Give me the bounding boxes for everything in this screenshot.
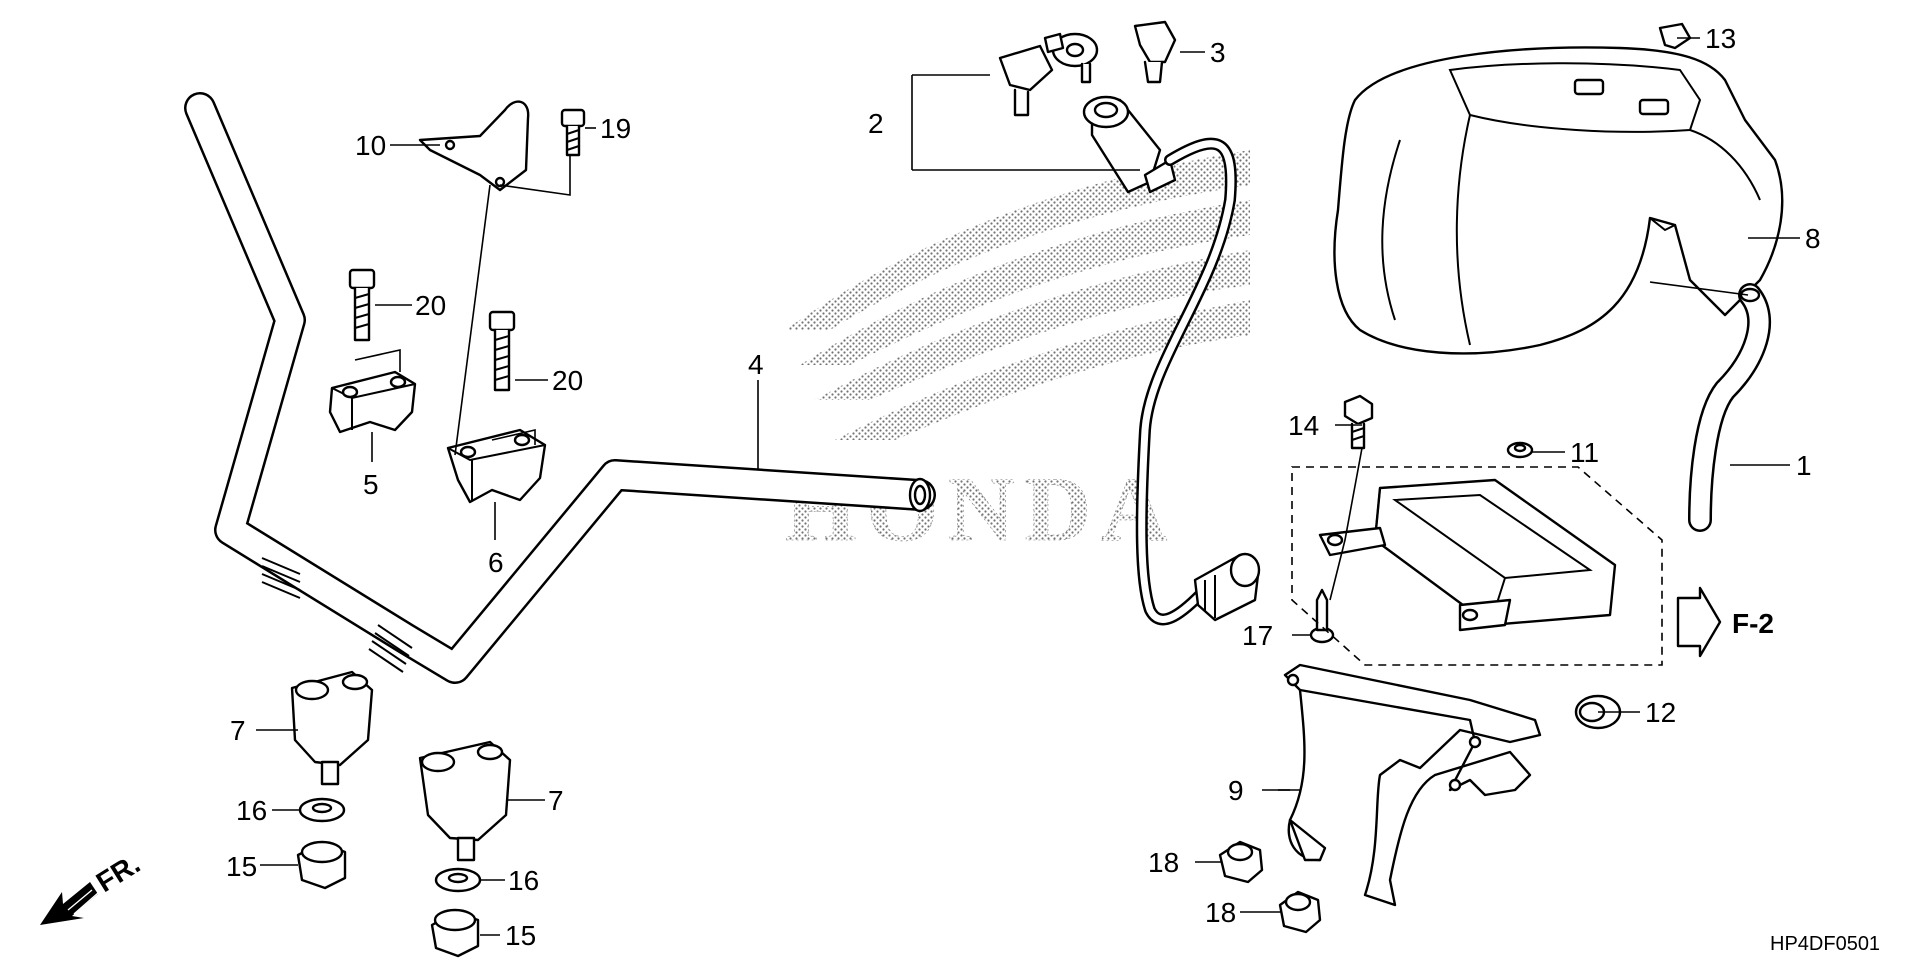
switch-body	[1082, 95, 1177, 194]
front-direction-arrow	[40, 882, 99, 925]
ignition-switch-2	[998, 32, 1261, 626]
section-ref-label: F-2	[1732, 608, 1774, 639]
callout-10: 10	[355, 130, 386, 161]
callout-11: 11	[1570, 437, 1599, 468]
leader-lines	[256, 37, 1800, 936]
callout-7a: 7	[230, 715, 246, 746]
clip-13	[1658, 22, 1692, 50]
callout-6: 6	[488, 547, 504, 578]
callout-12: 12	[1645, 697, 1676, 728]
switch-wire	[1135, 137, 1237, 626]
watermark-text: HONDA	[785, 458, 1177, 560]
lower-holder-7-right	[418, 740, 512, 862]
callout-1: 1	[1796, 450, 1812, 481]
callout-15b: 15	[505, 920, 536, 951]
upper-holder-6	[446, 428, 547, 504]
front-direction-label: FR.	[91, 848, 146, 898]
bolt-19	[560, 108, 586, 157]
callout-16b: 16	[508, 865, 539, 896]
nut-18-lower	[1278, 890, 1322, 934]
handlebar-knurl-right	[368, 624, 413, 673]
drawing-code: HP4DF0501	[1770, 933, 1880, 955]
handlebar	[184, 92, 936, 684]
connector	[1193, 552, 1261, 622]
handlebar-knurl-left	[261, 557, 301, 599]
callout-7b: 7	[548, 785, 564, 816]
callout-19: 19	[600, 113, 631, 144]
lower-holder-7-left	[290, 670, 374, 786]
nut-15-left	[296, 840, 347, 890]
callout-17: 17	[1242, 620, 1273, 651]
callout-labels: 1 2 3 4 5 6 7 7 8 9 10 11 12 13 14 15 15…	[226, 23, 1821, 951]
honda-wing-watermark: HONDA	[785, 150, 1250, 560]
nut-18-upper	[1218, 840, 1264, 884]
callout-18a: 18	[1148, 847, 1179, 878]
control-unit	[1318, 478, 1617, 632]
callout-5: 5	[363, 469, 379, 500]
clip-11	[1506, 441, 1534, 459]
bolt-20-upper	[348, 268, 376, 342]
assembly-dashed-outline	[1291, 466, 1663, 666]
callout-20a: 20	[415, 290, 446, 321]
callout-3: 3	[1210, 37, 1226, 68]
screw-17	[1309, 588, 1335, 644]
bolt-20-lower	[488, 310, 516, 392]
callout-20b: 20	[552, 365, 583, 396]
callout-15a: 15	[226, 851, 257, 882]
clip-3	[1133, 20, 1177, 84]
bracket-10	[418, 100, 530, 192]
callout-9: 9	[1228, 775, 1244, 806]
callout-2: 2	[868, 108, 884, 139]
callout-16a: 16	[236, 795, 267, 826]
key-left	[998, 44, 1054, 117]
front-cover-8	[1333, 46, 1784, 355]
nut-15-right	[430, 908, 480, 958]
stay-9	[1283, 663, 1542, 907]
tube-1	[1688, 283, 1771, 532]
washer-16-right	[434, 867, 482, 893]
callout-18b: 18	[1205, 897, 1236, 928]
key-right	[1043, 32, 1099, 84]
washer-16-left	[298, 797, 346, 823]
callout-8: 8	[1805, 223, 1821, 254]
callout-14: 14	[1288, 410, 1319, 441]
callout-4: 4	[748, 349, 764, 380]
callout-13: 13	[1705, 23, 1736, 54]
section-ref-arrow	[1676, 586, 1722, 658]
upper-holder-5	[328, 349, 417, 434]
bolt-14	[1343, 394, 1374, 450]
